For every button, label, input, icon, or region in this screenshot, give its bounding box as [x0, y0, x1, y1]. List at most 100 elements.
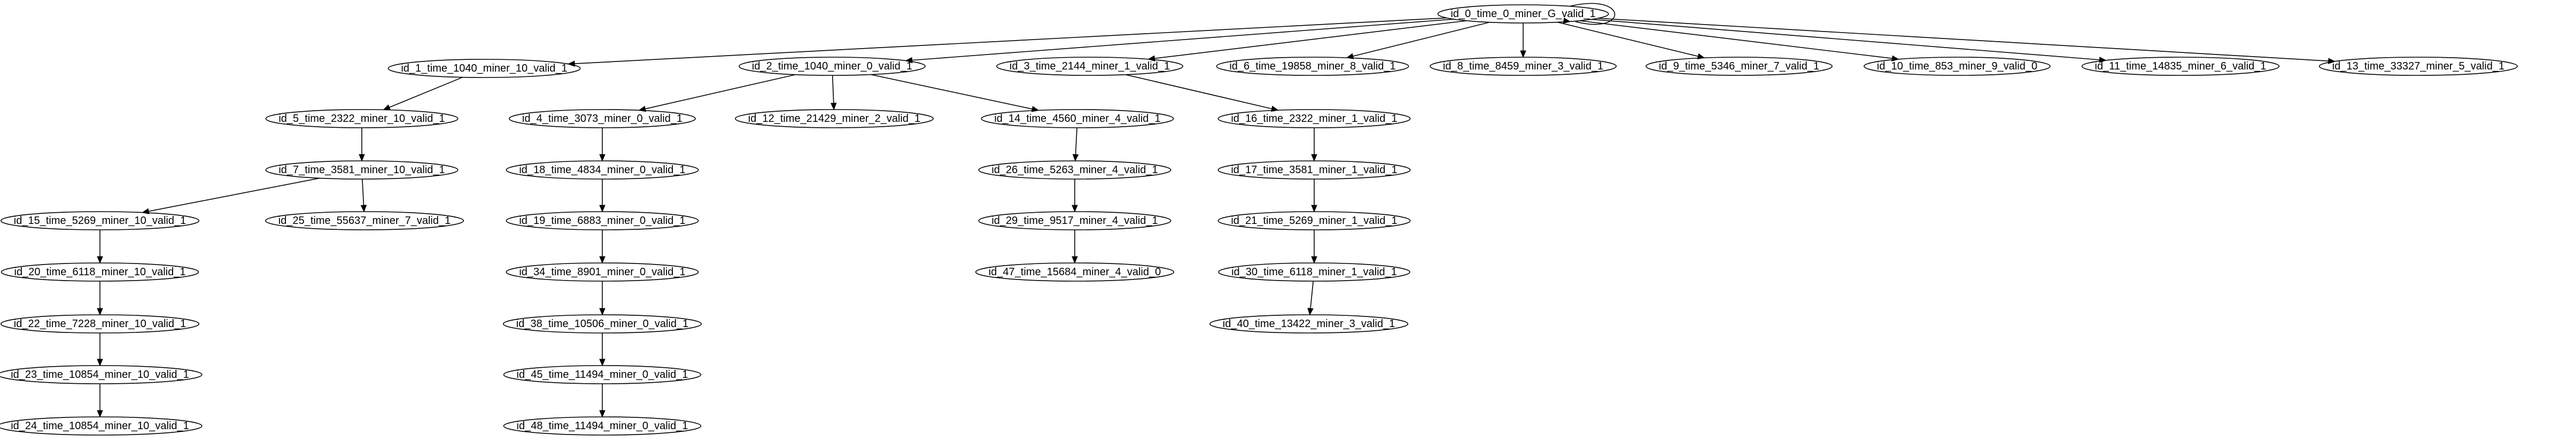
node-label: id_4_time_3073_miner_0_valid_1 [522, 113, 682, 125]
node-ellipse [1, 262, 199, 282]
edge-line [1591, 19, 2100, 60]
graph-node-n15: id_15_time_5269_miner_10_valid_1 [0, 211, 200, 230]
graph-node-n1: id_1_time_1040_miner_10_valid_1 [387, 59, 581, 78]
node-label: id_25_time_55637_miner_7_valid_1 [278, 215, 451, 227]
nodes-layer: id_0_time_0_miner_G_valid_1 id_1_time_104… [0, 4, 2518, 436]
arrow-head [599, 359, 606, 367]
graph-node-n13: id_13_time_33327_miner_5_valid_1 [2318, 57, 2518, 76]
node-ellipse [503, 416, 702, 436]
graph-node-n47: id_47_time_15684_miner_4_valid_0 [975, 262, 1175, 282]
graph-node-n29: id_29_time_9517_miner_4_valid_1 [978, 211, 1171, 230]
node-label: id_6_time_19858_miner_8_valid_1 [1229, 60, 1395, 72]
node-ellipse [1218, 262, 1410, 282]
node-ellipse [739, 57, 926, 76]
node-ellipse [506, 160, 699, 180]
node-ellipse [506, 262, 699, 282]
node-ellipse [978, 160, 1171, 180]
node-label: id_40_time_13422_miner_3_valid_1 [1223, 318, 1395, 330]
node-label: id_34_time_8901_miner_0_valid_1 [519, 266, 685, 278]
graph-node-n10: id_10_time_853_miner_9_valid_0 [1864, 57, 2051, 76]
node-label: id_38_time_10506_miner_0_valid_1 [516, 318, 688, 330]
node-ellipse [265, 160, 459, 180]
node-label: id_2_time_1040_miner_0_valid_1 [752, 60, 912, 72]
node-ellipse [996, 57, 1183, 76]
edge-line [389, 76, 463, 108]
node-ellipse [387, 59, 581, 78]
graph-edge-n38-n45 [599, 333, 606, 367]
edge-line [1597, 18, 2329, 62]
arrow-head [1520, 50, 1526, 58]
graph-edge-n34-n38 [599, 281, 606, 316]
node-ellipse [975, 262, 1175, 282]
graph-node-n22: id_22_time_7228_miner_10_valid_1 [0, 314, 200, 334]
node-label: id_0_time_0_miner_G_valid_1 [1450, 8, 1595, 20]
arrow-head [97, 308, 103, 316]
node-ellipse [1864, 57, 2051, 76]
graph-node-n0: id_0_time_0_miner_G_valid_1 [1437, 4, 1609, 24]
graph-node-n12: id_12_time_21429_miner_2_valid_1 [734, 109, 934, 128]
node-ellipse [506, 211, 699, 230]
arrow-head [359, 154, 365, 162]
edge-line [1352, 21, 1490, 57]
node-ellipse [0, 416, 203, 436]
graph-node-n19: id_19_time_6883_miner_0_valid_1 [506, 211, 699, 230]
edge-line [1126, 74, 1273, 110]
edge-line [832, 75, 834, 104]
graph-node-n6: id_6_time_19858_miner_8_valid_1 [1216, 57, 1409, 76]
graph-edge-n45-n48 [599, 384, 606, 418]
graph-edge-n18-n19 [599, 179, 606, 213]
graph-edge-n15-n20 [97, 230, 103, 264]
arrow-head [1072, 205, 1078, 213]
graph-node-n26: id_26_time_5263_miner_4_valid_1 [978, 160, 1171, 180]
node-ellipse [1216, 57, 1409, 76]
arrow-head [383, 104, 391, 111]
graph-node-n16: id_16_time_2322_miner_1_valid_1 [1217, 109, 1411, 128]
node-label: id_26_time_5263_miner_4_valid_1 [991, 164, 1158, 176]
graph-edge-n7-n15 [141, 177, 320, 214]
node-label: id_16_time_2322_miner_1_valid_1 [1231, 113, 1397, 125]
graph-node-n45: id_45_time_11494_miner_0_valid_1 [503, 365, 702, 384]
graph-edge-n17-n21 [1311, 179, 1317, 213]
arrow-head [1072, 154, 1079, 162]
graph-node-n2: id_2_time_1040_miner_0_valid_1 [739, 57, 926, 76]
node-ellipse [1217, 109, 1411, 128]
edge-line [1557, 21, 1699, 57]
graph-edge-n2-n12 [831, 75, 837, 111]
graph-node-n38: id_38_time_10506_miner_0_valid_1 [502, 314, 702, 334]
graph-node-n34: id_34_time_8901_miner_0_valid_1 [506, 262, 699, 282]
node-ellipse [509, 109, 696, 128]
edge-line [1310, 281, 1314, 309]
edge-line [362, 179, 364, 206]
arrow-head [599, 256, 606, 264]
graph-edge-n20-n22 [97, 281, 103, 316]
edge-line [871, 74, 1033, 110]
node-ellipse [1437, 4, 1609, 24]
arrow-head [599, 308, 606, 316]
node-label: id_17_time_3581_miner_1_valid_1 [1231, 164, 1397, 176]
node-label: id_47_time_15684_miner_4_valid_0 [989, 266, 1161, 278]
node-label: id_19_time_6883_miner_0_valid_1 [519, 215, 685, 227]
node-label: id_1_time_1040_miner_10_valid_1 [401, 63, 567, 74]
graph-node-n40: id_40_time_13422_miner_3_valid_1 [1209, 314, 1409, 334]
node-ellipse [503, 365, 702, 384]
node-label: id_20_time_6118_miner_10_valid_1 [14, 266, 186, 278]
node-label: id_8_time_8459_miner_3_valid_1 [1443, 60, 1603, 72]
edge-line [148, 177, 320, 212]
node-label: id_45_time_11494_miner_0_valid_1 [517, 369, 688, 381]
arrow-head [599, 410, 606, 418]
graph-edge-n1-n5 [383, 76, 463, 111]
node-label: id_5_time_2322_miner_10_valid_1 [278, 113, 445, 125]
graph-edge-n26-n29 [1072, 179, 1078, 213]
graph-edge-n0-n11 [1591, 19, 2107, 63]
node-ellipse [0, 365, 203, 384]
graph-edge-n3-n16 [1126, 74, 1279, 112]
edge-line [1570, 3, 1616, 25]
graph-node-n30: id_30_time_6118_miner_1_valid_1 [1218, 262, 1410, 282]
node-label: id_11_time_14835_miner_6_valid_1 [2095, 60, 2267, 72]
graph-edge-n22-n23 [97, 333, 103, 367]
graph-edge-n30-n40 [1307, 281, 1314, 316]
graph-edge-n7-n25 [360, 179, 367, 213]
graph-edge-n0-n8 [1520, 23, 1526, 58]
arrow-head [97, 410, 103, 418]
